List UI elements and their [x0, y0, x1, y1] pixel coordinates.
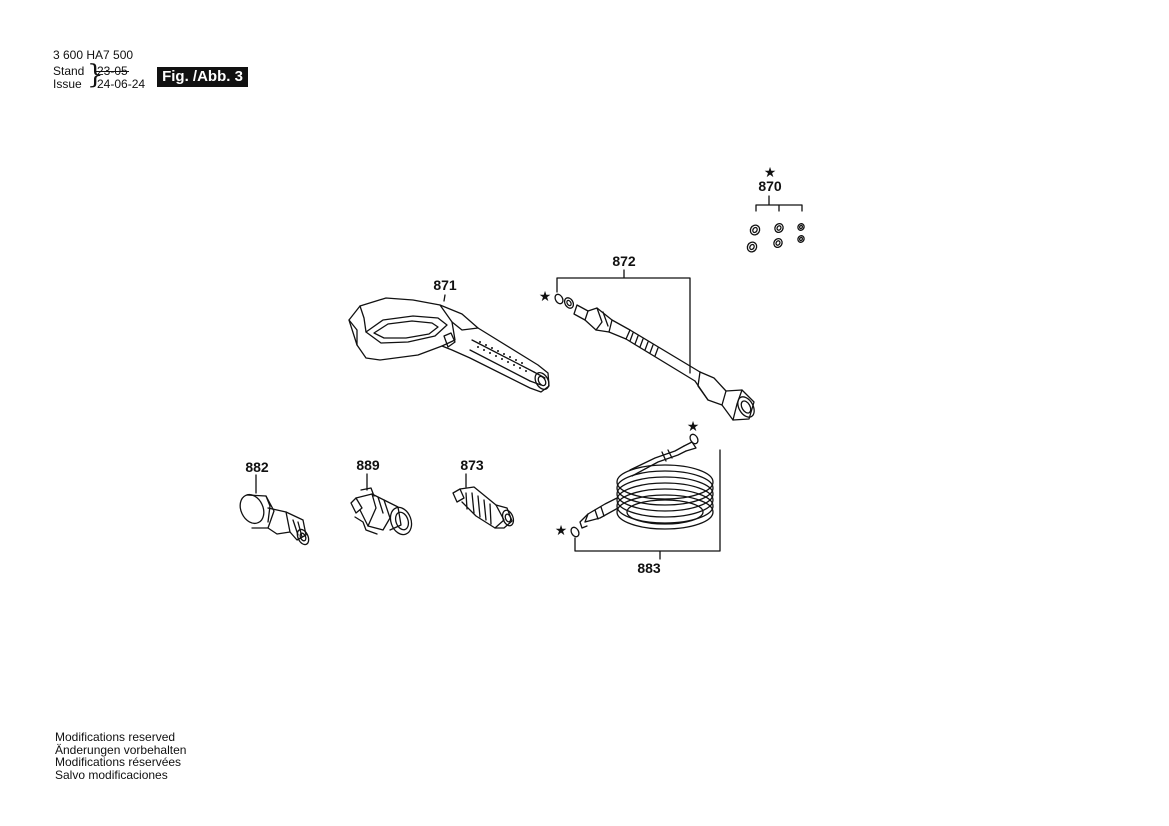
star-icon: ★: [539, 289, 552, 305]
spray-gun-handle-icon: [348, 294, 550, 393]
hose-coil-icon: [570, 433, 721, 560]
notice-line: Änderungen vorbehalten: [55, 742, 187, 757]
part-label-873: 873: [460, 457, 484, 473]
star-icon: ★: [764, 165, 777, 181]
figure-label: Fig. /Abb. 3: [157, 67, 248, 87]
star-icon: ★: [687, 419, 700, 435]
part-label-871: 871: [433, 277, 457, 293]
issue-label: Issue: [53, 77, 82, 91]
notice-line: Modifications reserved: [55, 730, 176, 744]
quick-connector-icon: [350, 473, 413, 536]
part-label-883: 883: [637, 560, 661, 576]
part-number: 3 600 HA7 500: [53, 48, 134, 62]
part-label-889: 889: [356, 457, 380, 473]
notice-line: Salvo modificaciones: [55, 767, 168, 782]
spray-lance-icon: [554, 269, 755, 421]
old-date: 23-05: [96, 64, 129, 78]
o-ring-set-icon: [746, 195, 805, 253]
part-label-872: 872: [612, 253, 636, 269]
part-label-870: 870: [758, 178, 782, 194]
adapter-icon: [239, 474, 310, 546]
rotary-nozzle-icon: [452, 473, 515, 529]
star-icon: ★: [555, 523, 568, 539]
brace-glyph: }: [87, 60, 104, 90]
part-label-882: 882: [245, 459, 269, 475]
stand-label: Stand: [53, 64, 85, 78]
new-date: 24-06-24: [97, 77, 146, 91]
notice-line: Modifications réservées: [55, 755, 182, 769]
modifications-notice: Modifications reserved Änderungen vorbeh…: [55, 731, 186, 781]
